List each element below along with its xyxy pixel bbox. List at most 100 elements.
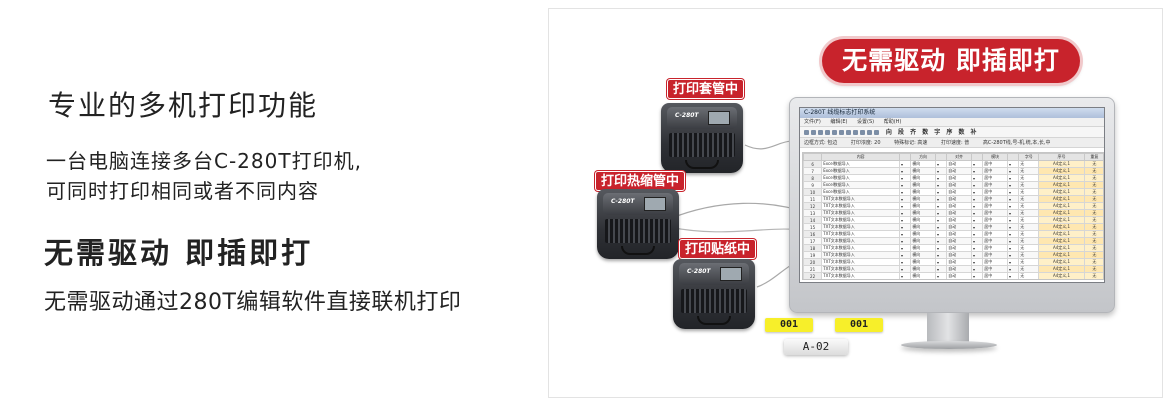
dropdown-arrow-icon[interactable]: ▾: [934, 160, 948, 168]
dropdown-arrow-icon[interactable]: ▾: [898, 167, 912, 175]
table-cell[interactable]: 无: [1018, 181, 1040, 189]
dropdown-arrow-icon[interactable]: ▾: [898, 160, 912, 168]
cut-icon[interactable]: [832, 130, 837, 135]
table-cell[interactable]: 无: [1083, 188, 1103, 196]
table-cell[interactable]: 居中: [982, 160, 1008, 168]
table-cell[interactable]: Excel数据导入: [821, 188, 900, 196]
table-cell[interactable]: 无: [1018, 230, 1040, 238]
table-cell[interactable]: 无: [1018, 258, 1040, 266]
dropdown-arrow-icon[interactable]: ▾: [934, 272, 948, 279]
table-cell[interactable]: Excel数据导入: [821, 181, 900, 189]
table-cell[interactable]: 8: [803, 174, 823, 182]
table-cell[interactable]: 无: [1084, 280, 1104, 281]
table-cell[interactable]: 自动: [946, 244, 972, 252]
dropdown-arrow-icon[interactable]: ▾: [970, 195, 984, 203]
dropdown-arrow-icon[interactable]: ▾: [1007, 280, 1018, 281]
table-cell[interactable]: 横向: [910, 272, 936, 279]
open-icon[interactable]: [811, 130, 816, 135]
table-cell[interactable]: TXT文本数据导入: [821, 223, 900, 231]
dropdown-arrow-icon[interactable]: ▾: [970, 160, 984, 168]
table-cell[interactable]: 居中: [982, 244, 1008, 252]
table-cell[interactable]: 11: [803, 195, 823, 203]
table-cell[interactable]: 横向: [910, 258, 936, 266]
table-cell[interactable]: 无: [1018, 174, 1040, 182]
table-cell[interactable]: 居中: [982, 237, 1008, 245]
table-cell[interactable]: 无: [1019, 280, 1039, 281]
dropdown-arrow-icon[interactable]: ▾: [934, 265, 948, 273]
table-cell[interactable]: A4定义,1: [1038, 251, 1085, 259]
table-cell[interactable]: 21: [803, 265, 823, 273]
dropdown-arrow-icon[interactable]: ▾: [898, 272, 912, 279]
dropdown-arrow-icon[interactable]: ▾: [970, 244, 984, 252]
table-cell[interactable]: 居中: [982, 174, 1008, 182]
dropdown-arrow-icon[interactable]: ▾: [898, 251, 912, 259]
table-cell[interactable]: 自动: [946, 174, 972, 182]
table-cell[interactable]: A4定义,1: [1038, 202, 1085, 210]
table-cell[interactable]: A4定义,1: [1038, 223, 1085, 231]
dropdown-arrow-icon[interactable]: ▾: [1006, 244, 1020, 252]
table-cell[interactable]: 自动: [946, 209, 972, 217]
dropdown-arrow-icon[interactable]: ▾: [1006, 272, 1020, 279]
dropdown-arrow-icon[interactable]: ▾: [1006, 202, 1020, 210]
table-cell[interactable]: 无: [1018, 272, 1040, 279]
dropdown-arrow-icon[interactable]: ▾: [934, 244, 948, 252]
dropdown-arrow-icon[interactable]: ▾: [934, 181, 948, 189]
table-cell[interactable]: 自动: [946, 167, 972, 175]
dropdown-arrow-icon[interactable]: ▾: [970, 181, 984, 189]
table-cell[interactable]: 自动: [946, 230, 972, 238]
save-icon[interactable]: [818, 130, 823, 135]
dropdown-arrow-icon[interactable]: ▾: [970, 209, 984, 217]
dropdown-arrow-icon[interactable]: ▾: [970, 251, 984, 259]
dropdown-arrow-icon[interactable]: ▾: [970, 230, 984, 238]
dropdown-arrow-icon[interactable]: ▾: [934, 174, 948, 182]
table-cell[interactable]: 7: [803, 167, 823, 175]
table-cell[interactable]: 自动: [946, 195, 972, 203]
table-cell[interactable]: TXT文本数据导入: [821, 209, 900, 217]
dropdown-arrow-icon[interactable]: ▾: [898, 265, 912, 273]
table-cell[interactable]: 横向: [910, 251, 936, 259]
table-cell[interactable]: 无: [1018, 202, 1040, 210]
dropdown-arrow-icon[interactable]: ▾: [935, 280, 946, 281]
dropdown-arrow-icon[interactable]: ▾: [898, 174, 912, 182]
table-cell[interactable]: 无: [1083, 244, 1103, 252]
table-cell[interactable]: 无: [1018, 265, 1040, 273]
table-cell[interactable]: A4定义,1: [1039, 280, 1084, 281]
dropdown-arrow-icon[interactable]: ▾: [934, 230, 948, 238]
table-cell[interactable]: TXT文本数据导入: [822, 280, 900, 281]
table-cell[interactable]: 自动: [946, 237, 972, 245]
option-mark[interactable]: 特殊标记: 高速: [894, 140, 928, 146]
dropdown-arrow-icon[interactable]: ▾: [970, 237, 984, 245]
table-cell[interactable]: A4定义,1: [1038, 174, 1085, 182]
table-cell[interactable]: 自动: [946, 188, 972, 196]
dropdown-arrow-icon[interactable]: ▾: [1006, 209, 1020, 217]
table-cell[interactable]: TXT文本数据导入: [821, 258, 900, 266]
table-cell[interactable]: 自动: [946, 272, 972, 279]
table-cell[interactable]: 居中: [982, 258, 1008, 266]
table-cell[interactable]: 23: [804, 280, 822, 281]
table-cell[interactable]: 无: [1083, 167, 1103, 175]
dropdown-arrow-icon[interactable]: ▾: [898, 216, 912, 224]
table-cell[interactable]: Excel数据导入: [821, 160, 900, 168]
table-cell[interactable]: 横向: [911, 280, 936, 281]
table-cell[interactable]: 12: [803, 202, 823, 210]
option-border[interactable]: 边框方式: 包边: [804, 140, 838, 146]
table-cell[interactable]: 居中: [982, 223, 1008, 231]
table-cell[interactable]: 无: [1018, 160, 1040, 168]
table-cell[interactable]: 横向: [910, 167, 936, 175]
table-cell[interactable]: 自动: [946, 202, 972, 210]
table-cell[interactable]: 无: [1083, 251, 1103, 259]
table-cell[interactable]: 横向: [910, 195, 936, 203]
dropdown-arrow-icon[interactable]: ▾: [934, 188, 948, 196]
dropdown-arrow-icon[interactable]: ▾: [1006, 181, 1020, 189]
table-cell[interactable]: 无: [1083, 265, 1103, 273]
